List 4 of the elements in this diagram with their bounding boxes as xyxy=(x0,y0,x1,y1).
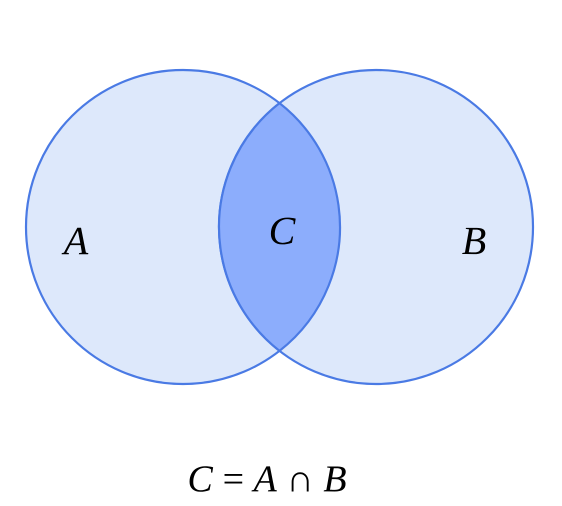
formula: C = A ∩ B xyxy=(190,466,346,492)
set-label: B xyxy=(462,228,486,254)
set-label: A xyxy=(62,228,88,254)
region-label: C xyxy=(270,218,296,244)
